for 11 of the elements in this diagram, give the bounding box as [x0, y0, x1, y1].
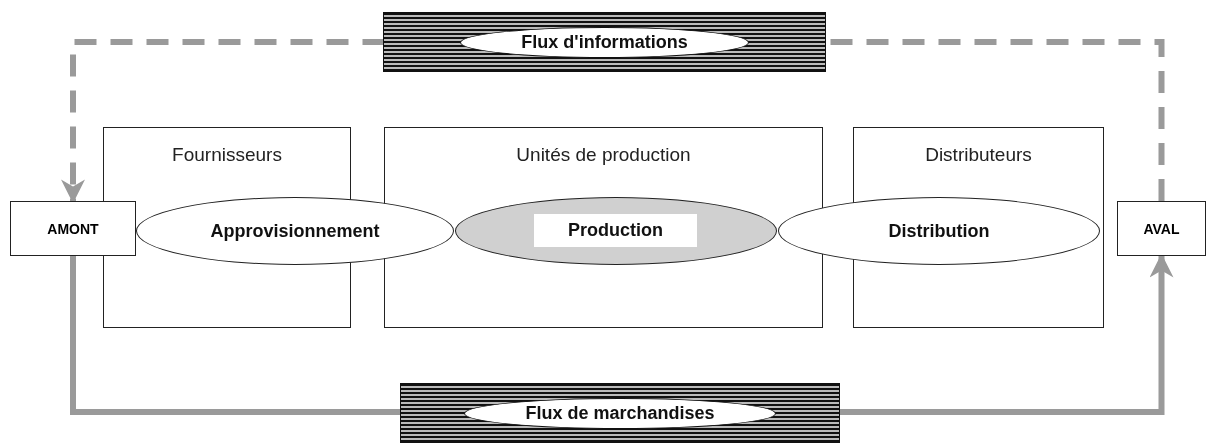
box-heading: Fournisseurs — [172, 144, 282, 166]
group-box — [384, 127, 823, 328]
end-box: AVAL — [1117, 201, 1206, 256]
end-box: AMONT — [10, 201, 136, 256]
box-heading: Unités de production — [516, 144, 691, 166]
process-label: Approvisionnement — [210, 220, 380, 242]
edge-label: Flux de marchandises — [464, 397, 776, 429]
process-label: Production — [534, 214, 697, 247]
edge-label: Flux d'informations — [460, 26, 749, 58]
process-label: Distribution — [888, 220, 990, 242]
box-heading: Distributeurs — [925, 144, 1032, 166]
